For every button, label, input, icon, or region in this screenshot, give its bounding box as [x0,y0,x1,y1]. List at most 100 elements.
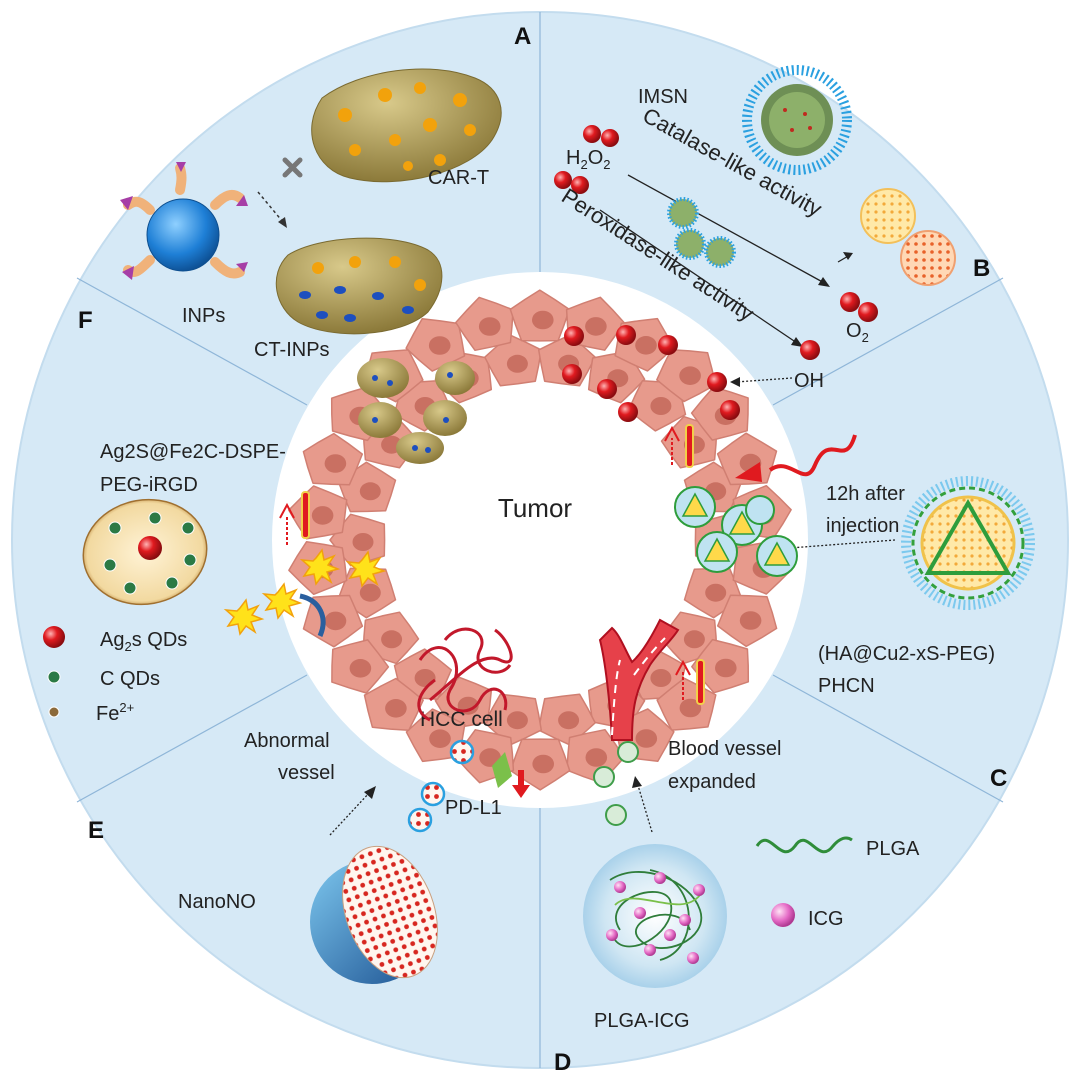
phcn-agent-line1: (HA@Cu2-xS-PEG) [818,643,995,665]
tumor-cell-nucleus [635,729,658,748]
ag2s-agent-line1: Ag2S@Fe2C-DSPE- [100,441,286,463]
ct-inps-label: CT-INPs [254,339,330,361]
tumor-cell-nucleus [705,583,727,602]
o2-formula: O2 [846,320,869,345]
yellow-nanosphere [860,188,916,244]
tumor-cell-nucleus [585,748,608,767]
o2-molecule [840,292,878,322]
section-label-b: B [973,255,990,282]
tumor-cell-nucleus [585,317,607,336]
tumor-cell-nucleus [558,711,580,730]
panel-a: CAR-T INPs [120,68,502,361]
ag2s-nanoparticle [82,498,208,606]
tumor-cell-nucleus [324,611,347,631]
ct-inps-spots [299,256,426,322]
inp-particle [120,162,248,280]
tumor-cell-nucleus [414,669,436,687]
vessel-expanded-line1: Blood vessel [668,738,781,760]
tumor-cell-nucleus [679,366,701,386]
nanono-hemisphere [310,845,438,984]
section-label-c: C [990,765,1007,792]
panel-c: 12h after injection (HA@Cu2-xS-PEG) PHCN [735,434,1035,697]
arrow-head [278,217,287,228]
cell-bracket [299,593,326,638]
tumor-cell-nucleus [311,506,334,525]
tumor-cell-nucleus [359,583,381,602]
small-plga-particles [593,741,639,826]
tumor-cell-nucleus [715,658,737,678]
ag2s-agent-line2: PEG-iRGD [100,474,198,496]
phcn-agent-line2: PHCN [818,675,875,697]
plga-chain-legend [755,836,853,854]
photothermal-bursts [223,548,387,636]
small-imsn-particles [667,197,736,268]
ag2s-qds-label: Ag2s QDs [100,629,187,654]
panel-d: Blood vessel expanded PLGA ICG PLGA-ICG [583,738,920,1032]
h2o2-molecules [554,125,619,194]
phcn-cluster [674,486,798,577]
tumor-cell-nucleus [359,482,381,501]
nanono-small-particles [407,739,475,833]
car-t-spots [338,82,476,171]
peroxidase-arrow [599,209,801,346]
fe-legend-sphere [48,706,60,718]
pdl1-label: PD-L1 [445,797,502,819]
section-label-d: D [554,1049,571,1076]
tumor-cell-nucleus [324,454,347,473]
catalase-arrow [627,174,829,286]
tumor-cell-nucleus [506,354,528,373]
tumor-cell-nucleus [429,729,451,748]
inps-label: INPs [182,305,225,327]
tumor-cell-nucleus [635,336,657,355]
ros-spheres [562,325,740,422]
pdl1-down-arrow [512,770,530,798]
imsn-label: IMSN [638,86,688,108]
tumor-label: Tumor [498,493,572,523]
tumor-cell-nucleus [683,630,705,649]
hcc-cell-label: HCC cell [420,708,503,731]
vessel-expanded-line2: expanded [668,771,756,793]
tumor-cell-nucleus [739,611,762,630]
expanded-vessel [598,618,680,741]
icg-legend-sphere [771,903,795,927]
arrow-inps-to-ctinps [257,191,284,223]
tumor-lumen [392,392,688,688]
laser-wave [768,434,857,477]
tumor-cell-nucleus [349,659,372,678]
section-dividers [76,12,1004,1068]
imsn-particle [742,65,852,175]
tumor-cell-nucleus [532,310,554,330]
tumor-cell-nucleus [352,533,374,551]
cqds-legend-sphere [47,670,61,684]
tumor-cell-nucleus [428,336,451,355]
tumor-cell-nucleus [650,669,672,687]
tumor-cell-nucleus [381,630,403,649]
pdl1-receptor [492,752,512,788]
cross-icon [282,157,303,178]
ct-inp-clusters [357,358,475,464]
orange-nanosphere [900,230,956,286]
panel-f: Ag2S@Fe2C-DSPE- PEG-iRGD Ag2s QDs C QDs … [43,441,387,725]
ring-overlays [279,325,798,741]
after-injection-line1: 12h after [826,483,905,505]
tumor-cell-nucleus [478,317,501,336]
plga-icg-label: PLGA-ICG [594,1010,690,1032]
section-label-f: F [78,307,93,334]
tumor-cell-nucleus [650,397,672,415]
plga-label: PLGA [866,838,920,860]
oh-label: OH [794,370,824,392]
tumor-cell-nucleus [506,711,528,730]
abnormal-vessel-line2: vessel [278,762,335,784]
section-label-e: E [88,817,104,844]
oh-radical [800,340,820,360]
cqds-label: C QDs [100,668,160,690]
after-injection-line2: injection [826,515,899,537]
phcn-particle [901,476,1035,610]
h2o2-formula: H2O2 [566,147,610,172]
fe-label: Fe2+ [96,700,134,725]
tumor-cell-nucleus [532,754,554,774]
abnormal-vessel-line1: Abnormal [244,730,330,752]
icg-label: ICG [808,908,844,930]
section-label-a: A [514,23,531,50]
